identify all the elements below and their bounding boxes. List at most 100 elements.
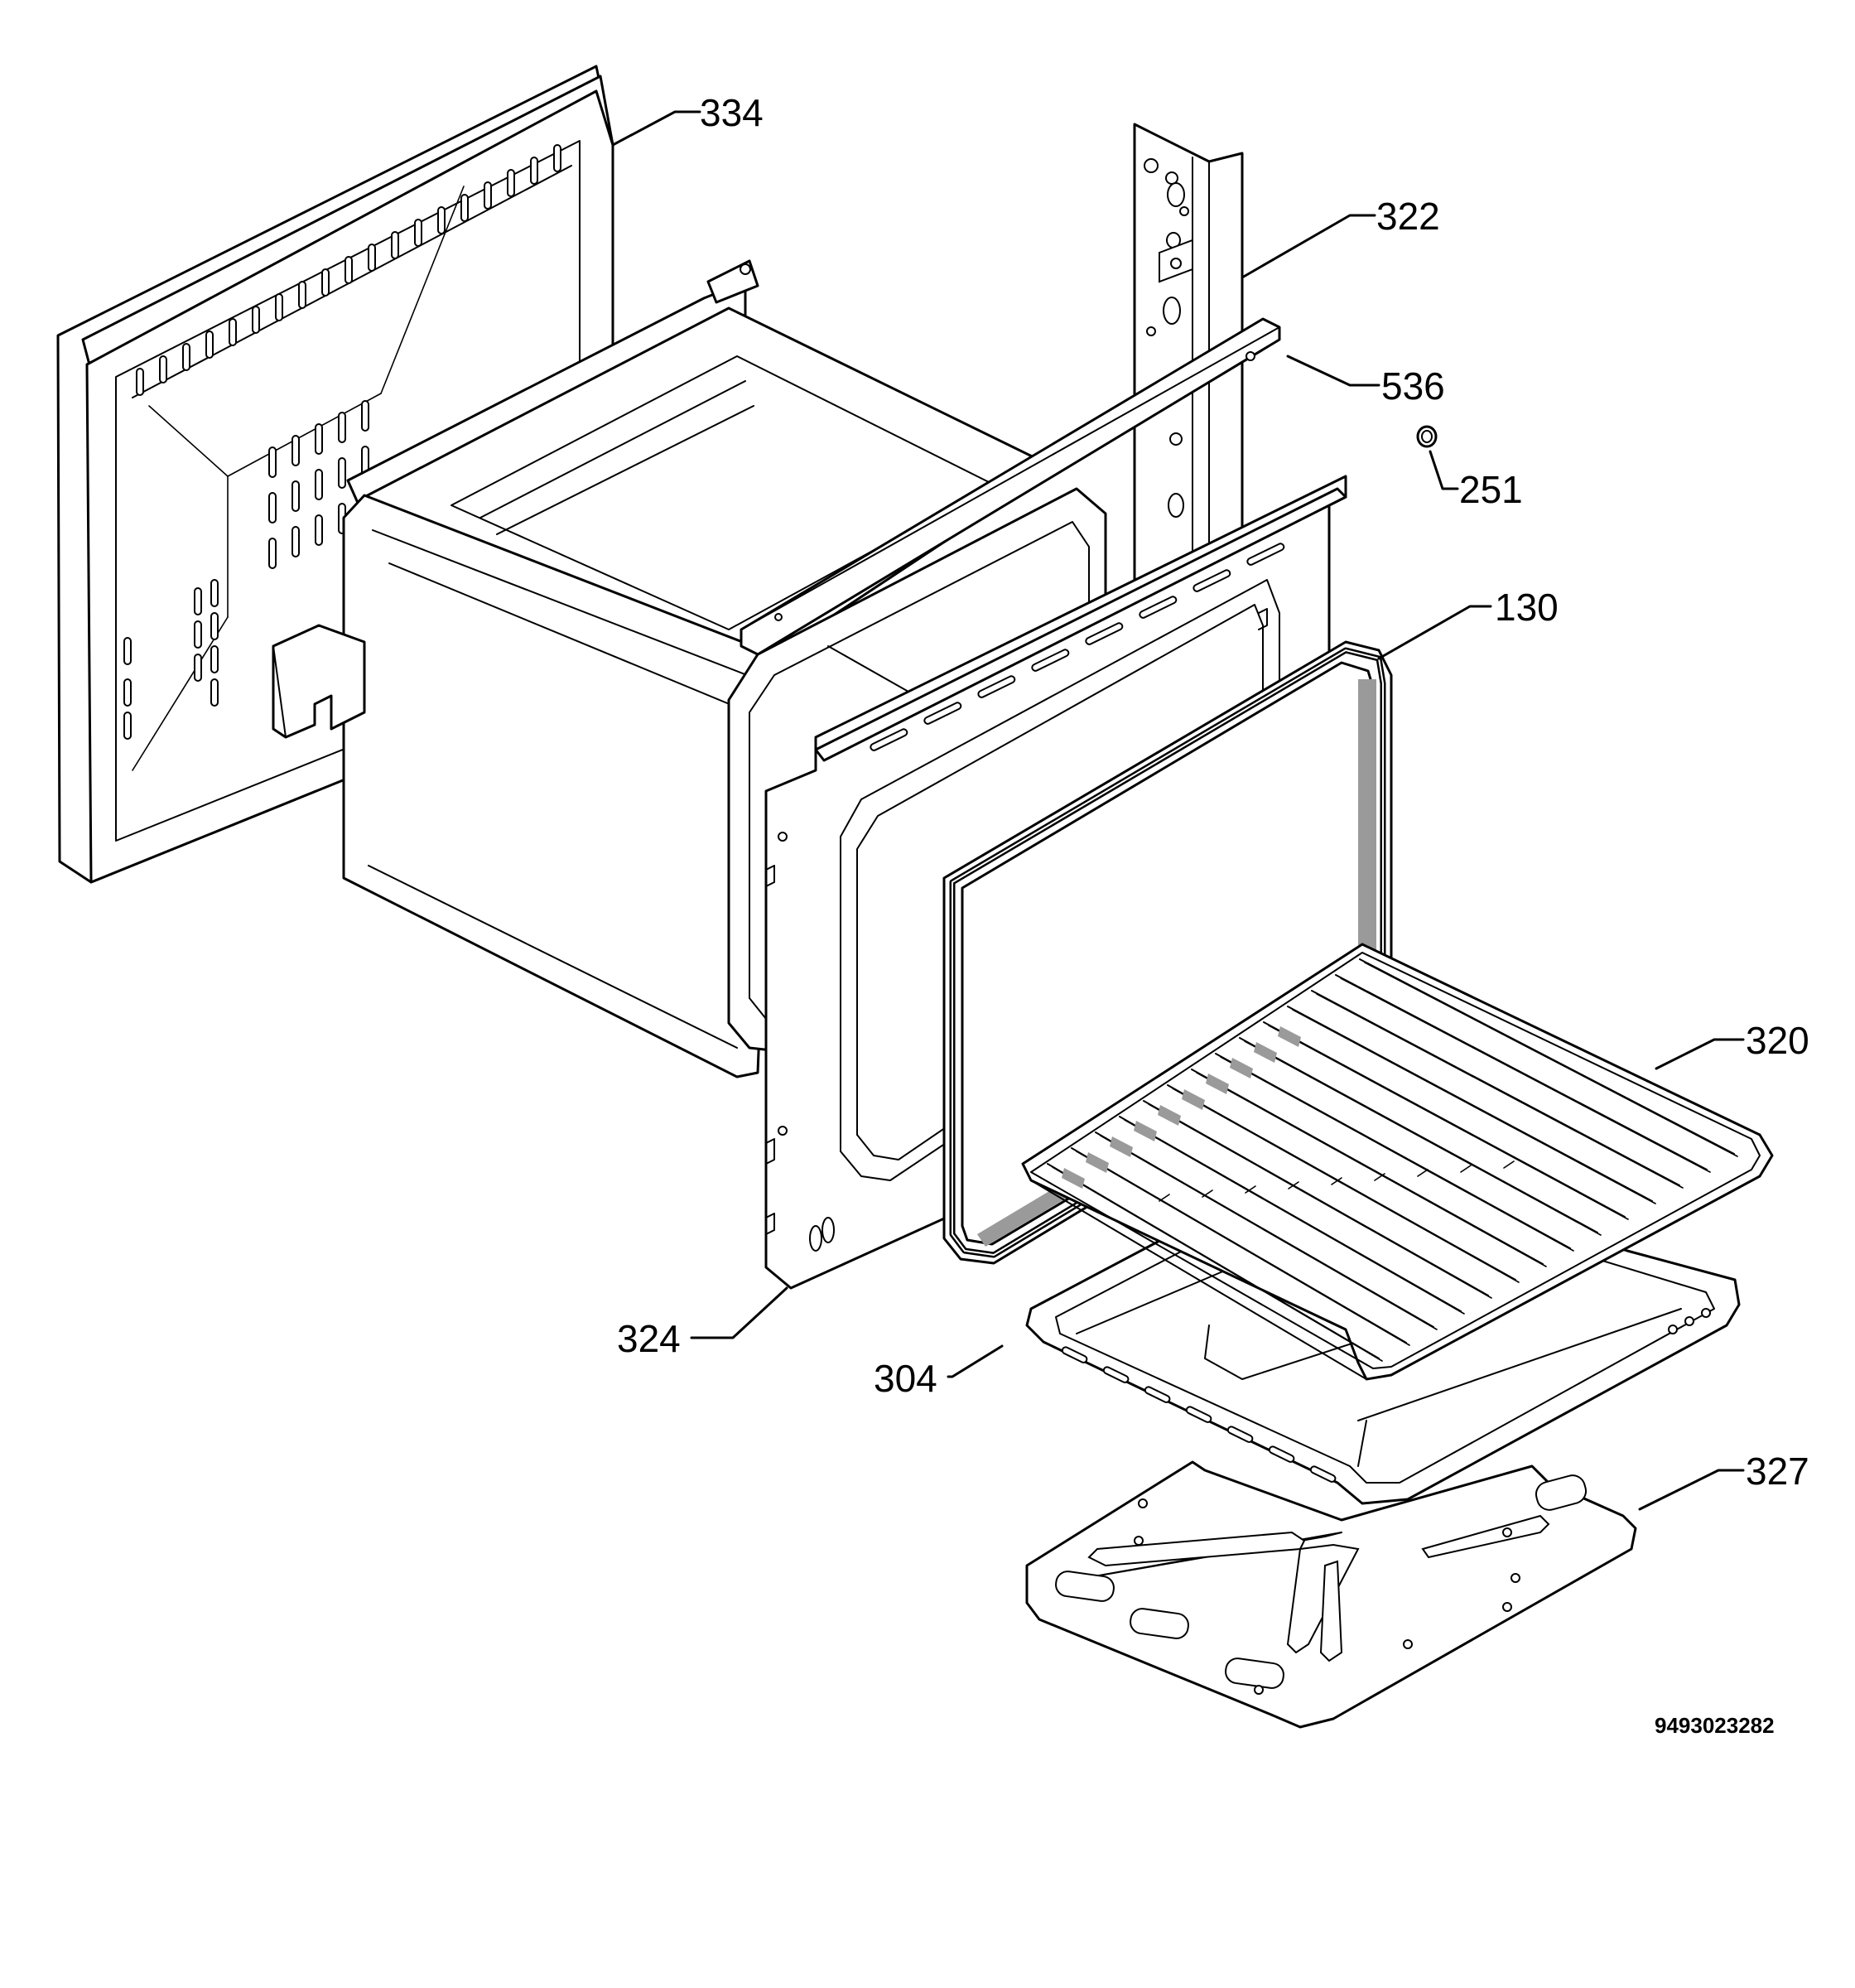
- rack-tick: [1202, 1189, 1213, 1198]
- oven-shelf-320: [1021, 943, 1774, 1381]
- callout-label-251: 251: [1459, 468, 1523, 511]
- vent-slot: [292, 435, 300, 466]
- callout-label-334: 334: [700, 91, 764, 134]
- vent-slot: [414, 219, 422, 247]
- vent-slot: [321, 268, 330, 297]
- rack-shade: [1254, 1042, 1277, 1063]
- rack-wire: [1100, 1135, 1438, 1330]
- rack-tick: [1374, 1173, 1385, 1181]
- rack-shade: [1134, 1121, 1157, 1141]
- vent-slot: [344, 256, 353, 284]
- callout-label-324: 324: [617, 1317, 681, 1360]
- vent-slot: [210, 678, 219, 707]
- callout-label-322: 322: [1376, 195, 1440, 238]
- rack-shade: [1278, 1026, 1301, 1047]
- vent-slot: [268, 538, 277, 569]
- frame-slot: [1192, 569, 1231, 592]
- vent-slots-center: [268, 400, 369, 569]
- rack-tick: [1245, 1185, 1256, 1194]
- callout-322: 322: [1241, 195, 1440, 279]
- rack-wire: [1196, 1072, 1547, 1267]
- callout-324: 324: [617, 1286, 788, 1360]
- frame-slot: [1031, 649, 1070, 672]
- tray-slot: [1226, 1426, 1254, 1443]
- rack-wire: [1364, 962, 1738, 1157]
- rack-wire: [1124, 1119, 1465, 1315]
- rack-tick: [1503, 1160, 1515, 1169]
- callout-label-130: 130: [1495, 586, 1559, 629]
- vent-slot: [123, 637, 132, 665]
- screw-251: [1416, 425, 1438, 448]
- rack-shade: [1182, 1089, 1205, 1110]
- vent-slot: [315, 514, 323, 546]
- rack-wire: [1076, 1151, 1410, 1346]
- vent-slot: [460, 194, 469, 222]
- vent-slot: [315, 423, 323, 455]
- rack-wire: [1148, 1103, 1492, 1299]
- rack-tick: [1159, 1194, 1170, 1202]
- vent-slots-top: [136, 144, 561, 396]
- tray-slot: [1268, 1445, 1295, 1463]
- rack-tick: [1288, 1181, 1299, 1189]
- rail-strip-536: [740, 317, 1281, 656]
- rack-shade: [1110, 1136, 1133, 1157]
- tray-slot: [1185, 1406, 1212, 1423]
- callout-label-320: 320: [1746, 1019, 1809, 1062]
- vent-slot: [507, 169, 515, 197]
- bottom-plate-327: [1025, 1460, 1637, 1729]
- vent-slots-left: [123, 579, 219, 740]
- vent-slot: [298, 281, 306, 309]
- vent-slot: [338, 457, 346, 489]
- vent-slot: [484, 181, 492, 210]
- vent-slot: [368, 244, 376, 272]
- tray-slot: [1102, 1366, 1130, 1383]
- vent-slot: [123, 712, 132, 740]
- callout-320: 320: [1655, 1019, 1809, 1070]
- tray-slot: [1144, 1386, 1171, 1403]
- rack-wire: [1052, 1166, 1383, 1362]
- vent-slot: [159, 355, 167, 384]
- vent-slot: [210, 612, 219, 640]
- vent-slot: [210, 645, 219, 673]
- rack-shade: [1206, 1074, 1229, 1094]
- vent-slot: [338, 412, 346, 443]
- rack-tick: [1331, 1177, 1342, 1185]
- frame-slot: [870, 728, 908, 751]
- vent-slot: [315, 469, 323, 500]
- callout-327: 327: [1638, 1450, 1809, 1511]
- callout-label-304: 304: [874, 1357, 937, 1400]
- vent-slot: [194, 587, 202, 615]
- vent-slot: [530, 157, 538, 185]
- vent-slot: [229, 318, 237, 346]
- vent-slot: [182, 343, 190, 371]
- callout-536: 536: [1286, 355, 1445, 408]
- document-number: 9493023282: [1655, 1713, 1775, 1738]
- callout-334: 334: [611, 91, 764, 147]
- rack-wire: [1340, 977, 1711, 1173]
- callout-304: 304: [874, 1344, 1004, 1400]
- frame-slot: [1246, 543, 1285, 566]
- vent-slot: [553, 144, 561, 172]
- rack-wire: [1292, 1009, 1656, 1204]
- vent-slot: [268, 492, 277, 524]
- rack-shade: [1158, 1105, 1181, 1126]
- rack-shade: [1230, 1058, 1253, 1078]
- rack-wire: [1316, 993, 1684, 1189]
- vent-slot: [194, 654, 202, 682]
- callout-label-536: 536: [1381, 364, 1445, 408]
- rack-wire: [1268, 1025, 1629, 1220]
- vent-slot: [292, 526, 300, 557]
- callout-label-327: 327: [1746, 1450, 1809, 1493]
- vent-slot: [252, 306, 260, 334]
- vent-slot: [275, 293, 283, 321]
- frame-slot: [1085, 622, 1124, 645]
- vent-slot: [123, 678, 132, 707]
- frame-slot: [1139, 596, 1178, 619]
- frame-slot: [977, 675, 1016, 698]
- vent-slot: [268, 446, 277, 478]
- rack-tick: [1460, 1165, 1472, 1173]
- rack-tick: [1417, 1169, 1429, 1177]
- tray-slot: [1309, 1465, 1337, 1483]
- tray-slot: [1061, 1346, 1088, 1363]
